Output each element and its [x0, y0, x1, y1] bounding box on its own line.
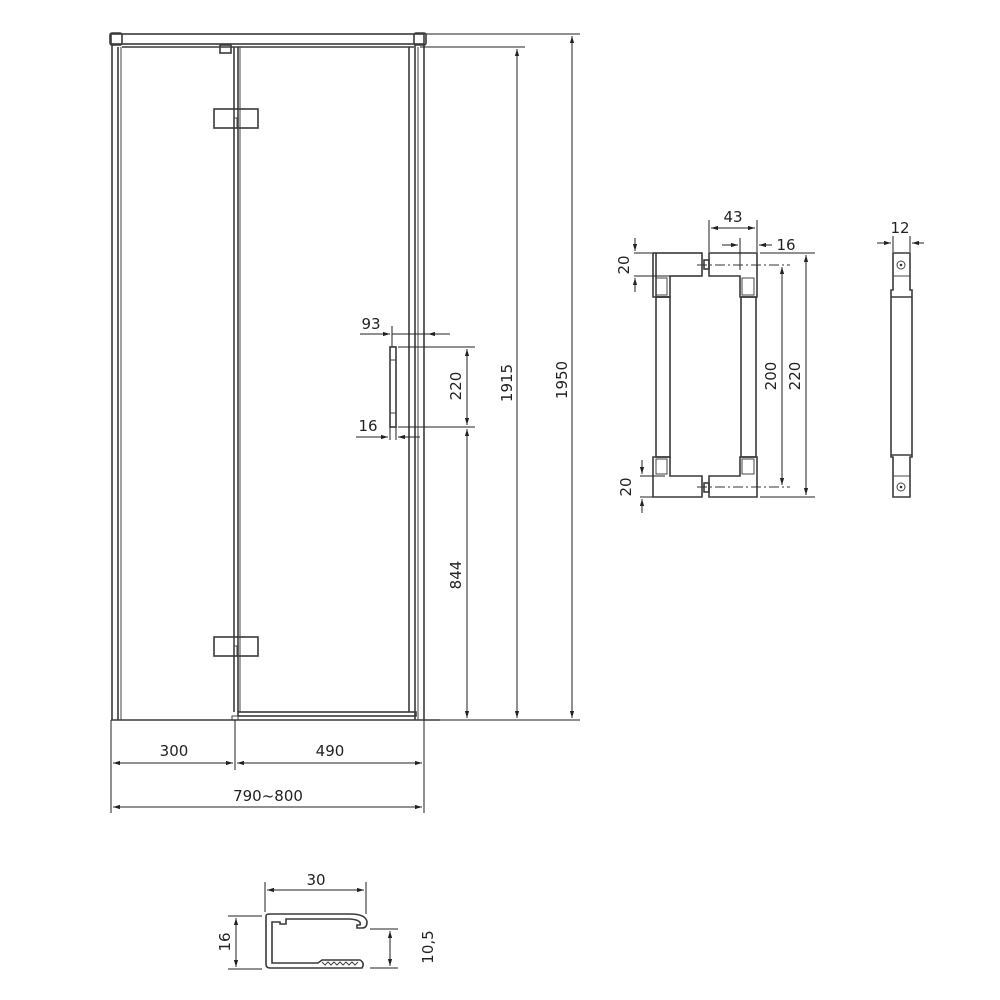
profile-dimensions: 30 16 10,5: [216, 871, 437, 970]
top-rail: [110, 33, 425, 45]
door-bottom-seal: [237, 711, 417, 717]
screw-icon: [896, 260, 906, 270]
top-right-cap: [413, 32, 427, 46]
dim-profile-height: 16: [216, 932, 234, 951]
screw-icon: [896, 482, 906, 492]
dim-handle-height: 844: [447, 561, 465, 590]
handle-detail-side: 12: [877, 219, 924, 498]
door-handle: [389, 346, 397, 428]
dim-center-distance: 200: [762, 362, 780, 391]
dim-total-height: 1950: [553, 361, 571, 399]
dim-bottom-block-height: 20: [617, 477, 635, 496]
dim-top-block-height: 20: [615, 255, 633, 274]
dim-handle-offset: 93: [361, 315, 380, 333]
left-wall-profile: [111, 45, 122, 720]
upper-hinge: [213, 108, 259, 129]
dim-handle-length: 220: [447, 372, 465, 401]
dim-glass-height: 1915: [498, 364, 516, 402]
dim-door-width: 490: [316, 742, 345, 760]
dim-profile-inner-height: 10,5: [419, 930, 437, 963]
dim-post-width: 16: [776, 236, 795, 254]
top-left-cap: [109, 32, 123, 46]
dim-handle-depth: 43: [723, 208, 742, 226]
door-hinge-edge: [233, 47, 241, 712]
right-wall-profile: [408, 45, 425, 720]
dim-total-length: 220: [786, 362, 804, 391]
dim-fixed-panel-width: 300: [160, 742, 189, 760]
profile-cross-section: [265, 913, 368, 969]
top-pivot: [219, 44, 232, 54]
handle-detail-dimensions: 43 16 20 20 200 220: [615, 208, 815, 513]
dim-side-thickness: 12: [890, 219, 909, 237]
door-dimensions: 1950 1915 220 844 93 16 300 490 790~800: [110, 33, 580, 813]
dim-handle-width: 16: [358, 417, 377, 435]
handle-detail-front: [652, 252, 790, 498]
dim-adjustment-range: 790~800: [233, 787, 303, 805]
lower-hinge: [213, 636, 259, 657]
dim-profile-width: 30: [306, 871, 325, 889]
shower-door-elevation: [109, 32, 440, 721]
